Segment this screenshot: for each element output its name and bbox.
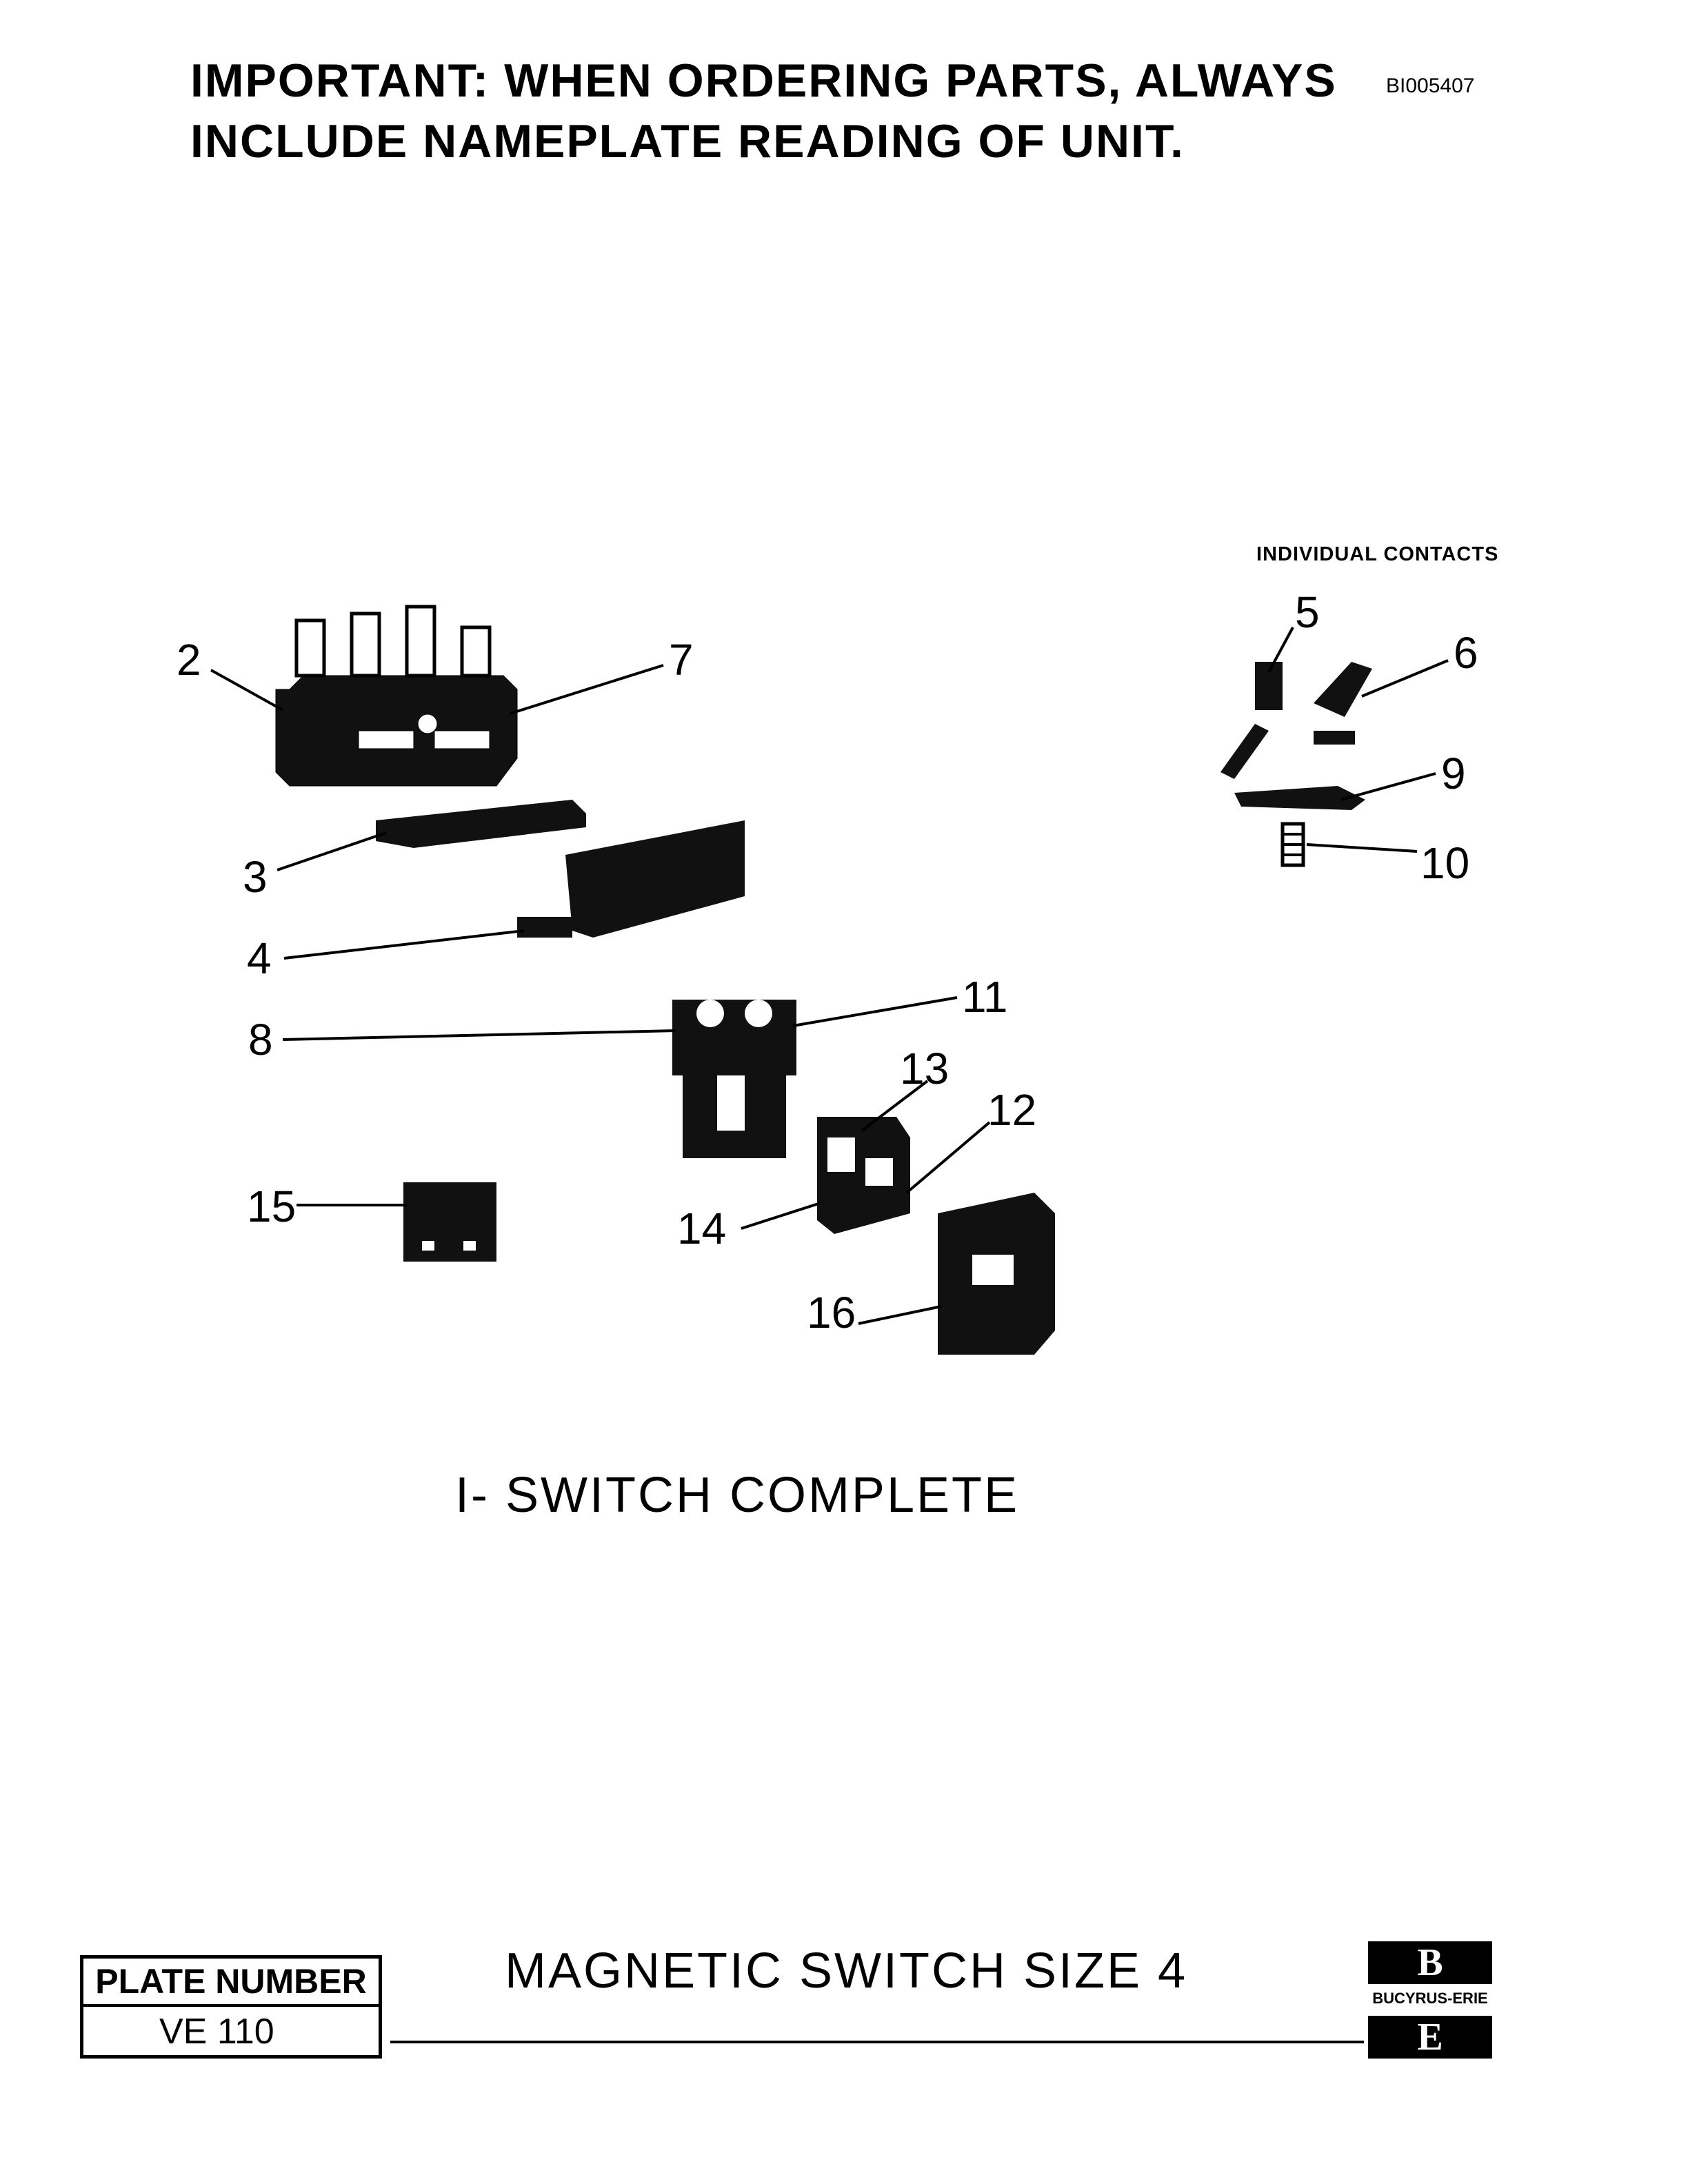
callout-5: 5 (1295, 587, 1320, 637)
logo-b-block: B (1368, 1941, 1492, 1984)
part-8-frame (672, 1000, 796, 1158)
part-top-block (275, 605, 518, 787)
callout-16: 16 (807, 1288, 856, 1337)
important-notice-line2: INCLUDE NAMEPLATE READING OF UNIT. (190, 115, 1185, 168)
document-id: BI005407 (1386, 74, 1475, 97)
part-15-block (403, 1182, 496, 1262)
callout-3: 3 (243, 852, 268, 902)
part-3-strip (376, 800, 586, 848)
callout-6: 6 (1454, 628, 1478, 678)
callout-7: 7 (669, 635, 694, 685)
document-title: MAGNETIC SWITCH SIZE 4 (505, 1943, 1188, 1999)
callout-12: 12 (987, 1085, 1037, 1135)
figure-caption: I- SWITCH COMPLETE (455, 1468, 1020, 1523)
part-12-overload (817, 1117, 910, 1234)
individual-contacts-label: INDIVIDUAL CONTACTS (1256, 543, 1499, 565)
callout-9: 9 (1441, 749, 1466, 798)
brand-name: BUCYRUS-ERIE (1372, 1990, 1488, 2007)
callout-13: 13 (900, 1044, 950, 1093)
callout-10: 10 (1420, 838, 1470, 888)
plate-number-value: VE 110 (159, 2012, 274, 2052)
callout-4: 4 (247, 933, 272, 983)
part-4-carrier (517, 820, 745, 938)
callout-15: 15 (247, 1182, 297, 1231)
individual-contacts-drawing (1220, 662, 1372, 867)
plate-number-label: PLATE NUMBER (83, 1959, 379, 2007)
footer-rule (390, 2041, 1364, 2043)
important-notice-line1: IMPORTANT: WHEN ORDERING PARTS, ALWAYS (190, 54, 1337, 107)
callout-2: 2 (177, 635, 201, 685)
leader-lines (210, 627, 1449, 1325)
callout-8: 8 (248, 1015, 273, 1064)
part-16-coil (938, 1193, 1055, 1355)
callout-14: 14 (677, 1204, 727, 1253)
plate-number-box: PLATE NUMBER VE 110 (80, 1955, 382, 2059)
callout-11: 11 (962, 972, 1008, 1022)
logo-e-block: E (1368, 2016, 1492, 2059)
